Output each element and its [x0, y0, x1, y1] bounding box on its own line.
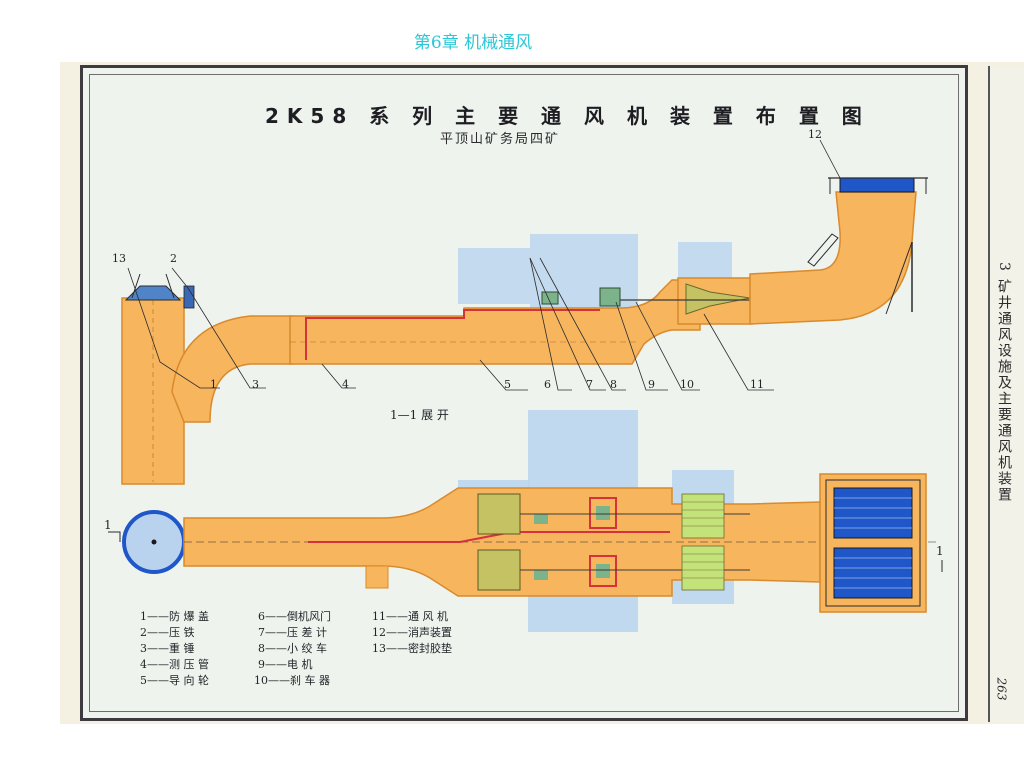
silencer-plan-upper: [833, 487, 913, 539]
silencer-top: [839, 177, 915, 193]
callout-5: 5: [504, 378, 511, 391]
spine-caption: 3 矿井通风设施及主要通风机装置: [996, 262, 1012, 504]
callout-9: 9: [648, 378, 655, 391]
legend-10: 10——刹 车 器: [254, 674, 330, 687]
layout-drawing: [108, 139, 943, 632]
callout-4: 4: [342, 378, 349, 391]
scanned-plate: 3 矿井通风设施及主要通风机装置 2 6 3 2K58 系 列 主 要 通 风 机 …: [60, 62, 1024, 724]
callout-13: 13: [112, 252, 126, 265]
silencer-plan-lower: [833, 547, 913, 599]
legend-2: 2——压 铁: [140, 626, 195, 639]
legend-13: 13——密封胶垫: [372, 642, 452, 655]
legend-1: 1——防 爆 盖: [140, 610, 209, 623]
slide-header: 第6章 机械通风: [413, 33, 533, 53]
legend-3: 3——重 锤: [140, 642, 195, 655]
callout-10: 10: [680, 378, 694, 391]
legend-7: 7——压 差 计: [258, 626, 327, 639]
section-mark-left: 1: [104, 518, 112, 532]
section-label: 1—1 展 开: [390, 408, 449, 422]
plate-title: 2K58 系 列 主 要 通 风 机 装 置 布 置 图: [265, 104, 870, 128]
callout-6: 6: [544, 378, 551, 391]
elbow-duct: [171, 315, 293, 423]
callout-3: 3: [252, 378, 259, 391]
drawing-frame: [80, 65, 968, 721]
legend-5: 5——导 向 轮: [140, 674, 209, 687]
legend-6: 6——倒机风门: [258, 610, 331, 623]
legend-9: 9——电 机: [258, 658, 313, 671]
fan-impeller: [685, 283, 751, 315]
plate-subtitle: 平顶山矿务局四矿: [440, 132, 561, 147]
plan-pressure-pipe: [308, 531, 670, 543]
callout-8: 8: [610, 378, 617, 391]
damper-upper: [477, 493, 521, 535]
winch: [541, 291, 559, 305]
book-spine: [988, 66, 1024, 722]
legend-4: 4——测 压 管: [140, 658, 209, 671]
callout-11: 11: [750, 378, 764, 391]
pressure-pipe: [305, 309, 600, 360]
callout-2: 2: [170, 252, 177, 265]
callout-7: 7: [586, 378, 593, 391]
stairs: [807, 233, 839, 267]
callout-1: 1: [210, 378, 217, 391]
section-mark-right: 1: [936, 544, 944, 558]
legend-8: 8——小 绞 车: [258, 642, 327, 655]
callout-12: 12: [808, 128, 822, 141]
fan-grid-plan: [681, 493, 725, 591]
motor: [599, 287, 621, 307]
side-stub: [365, 565, 389, 589]
damper-lower: [477, 549, 521, 591]
building-block-left: [458, 248, 530, 304]
diffuser-duct: [749, 191, 917, 325]
legend-12: 12——消声装置: [372, 626, 452, 639]
legend-11: 11——通 风 机: [372, 610, 448, 623]
